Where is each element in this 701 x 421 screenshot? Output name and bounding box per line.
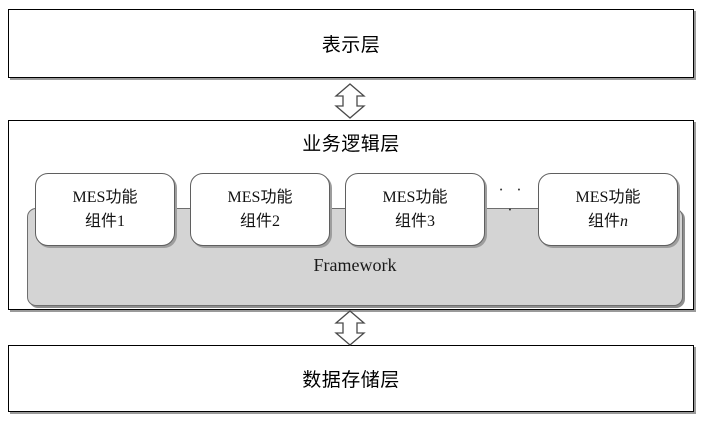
layer-box-data: 数据存储层 bbox=[8, 345, 694, 412]
mes-component-3-line2: 组件3 bbox=[395, 210, 435, 233]
mes-component-2-label: 组件 bbox=[239, 212, 272, 230]
mes-component-1-line2: 组件1 bbox=[85, 210, 125, 233]
mes-component-n-line2: 组件n bbox=[588, 210, 628, 233]
mes-component-n-line1: MES功能 bbox=[575, 189, 641, 207]
mes-component-2[interactable]: MES功能 组件2 bbox=[190, 173, 330, 246]
ellipsis-separator: · · · bbox=[498, 180, 526, 219]
layer-label-data: 数据存储层 bbox=[302, 369, 400, 391]
mes-component-2-line1: MES功能 bbox=[227, 189, 293, 207]
double-arrow-icon-presentation-business bbox=[333, 83, 367, 119]
mes-component-n-index: n bbox=[620, 212, 628, 230]
layer-box-presentation: 表示层 bbox=[8, 9, 694, 78]
mes-component-2-line2: 组件2 bbox=[240, 210, 280, 233]
mes-component-1-line1: MES功能 bbox=[72, 189, 138, 207]
mes-component-1-index: 1 bbox=[117, 212, 125, 230]
layer-label-presentation: 表示层 bbox=[321, 34, 381, 56]
double-arrow-icon-business-data bbox=[333, 310, 367, 346]
layer-label-business: 业务逻辑层 bbox=[302, 133, 400, 155]
mes-component-1[interactable]: MES功能 组件1 bbox=[35, 173, 175, 246]
mes-component-3[interactable]: MES功能 组件3 bbox=[345, 173, 485, 246]
mes-component-2-index: 2 bbox=[272, 212, 280, 230]
mes-component-n[interactable]: MES功能 组件n bbox=[538, 173, 678, 246]
mes-component-3-line1: MES功能 bbox=[382, 189, 448, 207]
mes-component-3-label: 组件 bbox=[394, 212, 427, 230]
mes-component-3-index: 3 bbox=[427, 212, 435, 230]
mes-component-n-label: 组件 bbox=[587, 212, 620, 230]
framework-label: Framework bbox=[313, 255, 397, 275]
mes-component-1-label: 组件 bbox=[84, 212, 117, 230]
